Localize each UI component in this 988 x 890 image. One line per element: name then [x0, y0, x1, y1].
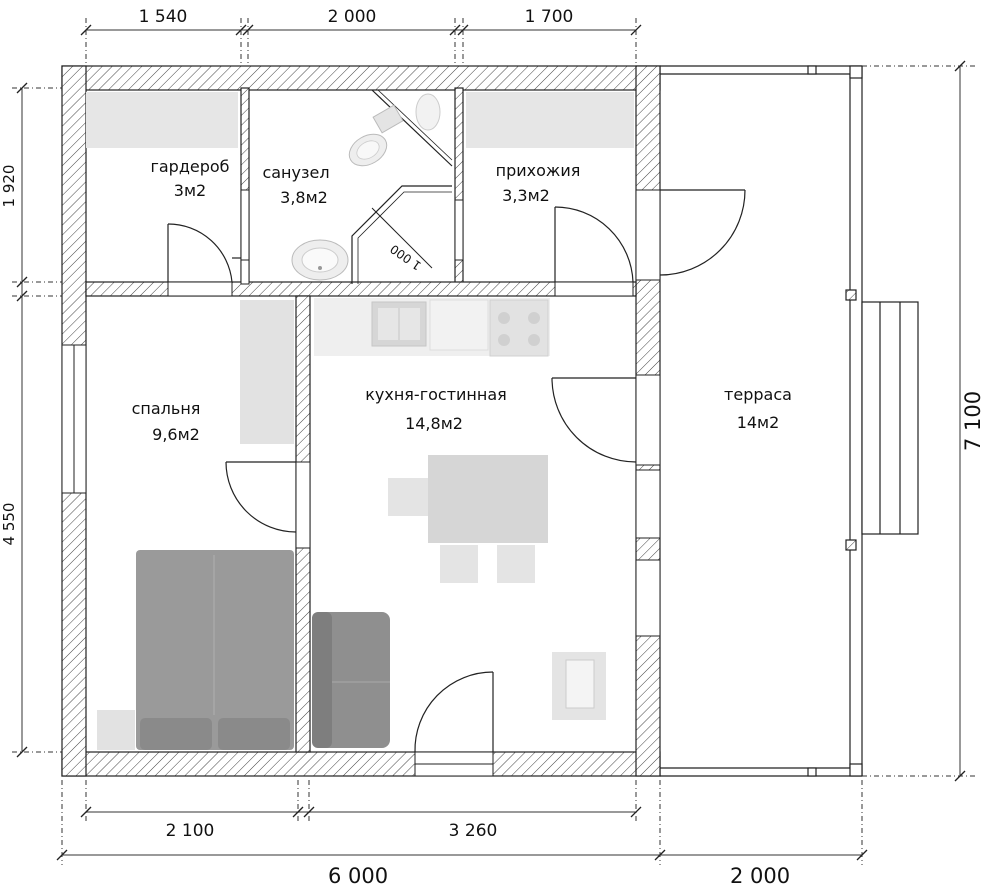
dim-top-1: 1 540 [139, 7, 188, 27]
toilet [348, 93, 441, 167]
dim-bottom-total-2: 2 000 [730, 864, 790, 888]
room-area-hallway: 3,3м2 [502, 186, 550, 205]
room-area-terrace: 14м2 [737, 413, 780, 432]
room-label-terrace: терраса [724, 385, 792, 404]
hallway-shelf [466, 92, 634, 148]
bed [97, 550, 294, 750]
dim-door-diagonal: 1 000 [388, 242, 424, 273]
dim-top-3: 1 700 [525, 7, 574, 27]
dim-bottom-inner-1: 2 100 [166, 821, 215, 841]
dimension-lines [12, 18, 975, 865]
terrace [660, 65, 863, 777]
room-label-bedroom: спальня [132, 399, 201, 418]
wardrobe-shelf [86, 92, 238, 148]
bedroom-wardrobe [240, 300, 294, 444]
room-label-hallway: прихожия [496, 161, 581, 180]
room-label-kitchen: кухня-гостинная [365, 385, 507, 404]
shower [351, 89, 453, 284]
terrace-steps [861, 301, 919, 535]
kitchen-counter [314, 298, 550, 357]
sofa [312, 612, 390, 748]
openings [61, 189, 661, 777]
dining-table [388, 455, 548, 583]
room-label-wardrobe: гардероб [150, 157, 229, 176]
room-area-kitchen: 14,8м2 [405, 414, 463, 433]
dim-left-2: 4 550 [0, 503, 18, 546]
room-label-bathroom: санузел [262, 163, 329, 182]
sink [291, 239, 349, 281]
dimension-ticks [16, 24, 966, 861]
fireplace [552, 652, 606, 720]
doors [167, 189, 746, 753]
room-area-wardrobe: 3м2 [174, 181, 206, 200]
room-area-bathroom: 3,8м2 [280, 188, 328, 207]
room-area-bedroom: 9,6м2 [152, 425, 200, 444]
dim-bottom-total-1: 6 000 [328, 864, 388, 888]
dim-right: 7 100 [961, 391, 985, 451]
dim-left-1: 1 920 [0, 165, 18, 208]
dim-bottom-inner-2: 3 260 [449, 821, 498, 841]
dim-top-2: 2 000 [328, 7, 377, 27]
